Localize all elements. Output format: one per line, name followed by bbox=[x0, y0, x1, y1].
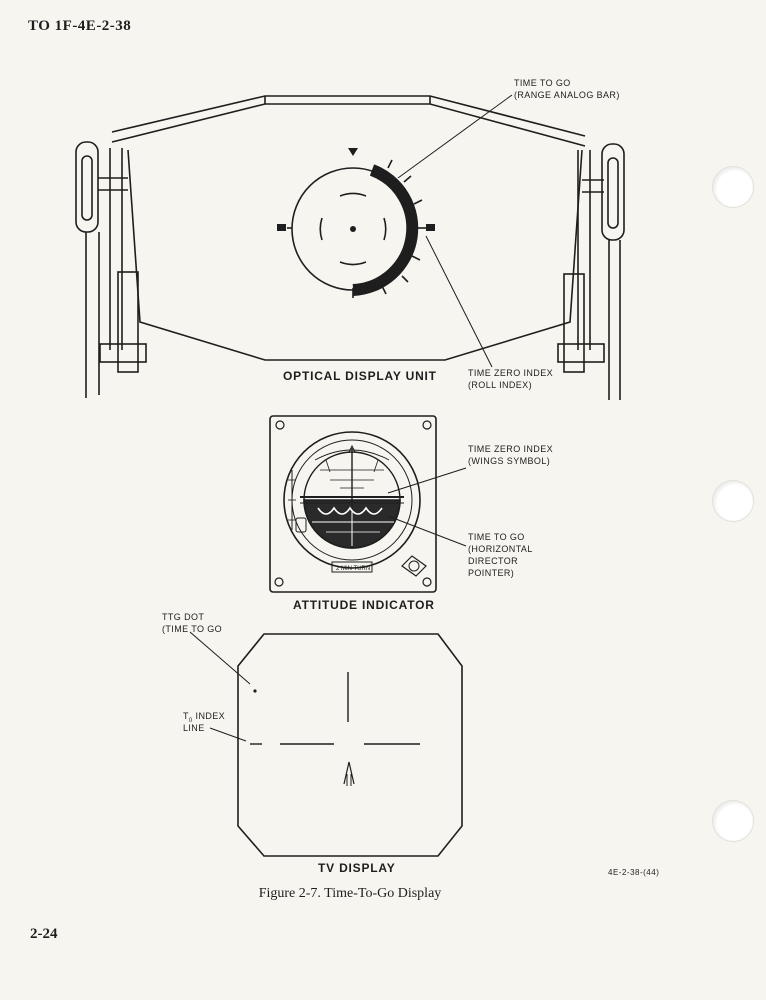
tv-index-word: INDEX bbox=[193, 711, 225, 721]
ai-hdp-callout-line1: TIME TO GO bbox=[468, 532, 525, 542]
binder-hole bbox=[712, 166, 754, 208]
ai-turn-label: 2 MIN TURN bbox=[336, 566, 370, 572]
tv-title: TV DISPLAY bbox=[318, 861, 396, 875]
odu-tzi-callout-line1: TIME ZERO INDEX bbox=[468, 368, 553, 378]
tv-index-t: T bbox=[183, 711, 189, 721]
odu-ttg-callout-line1: TIME TO GO bbox=[514, 78, 571, 88]
figure-caption: Figure 2-7. Time-To-Go Display bbox=[258, 886, 442, 901]
ai-wings-callout-line1: TIME ZERO INDEX bbox=[468, 444, 553, 454]
tv-index-callout-line2: LINE bbox=[183, 723, 205, 733]
tv-index-callout-line1: T0 INDEX bbox=[183, 711, 225, 724]
ai-title: ATTITUDE INDICATOR bbox=[293, 598, 435, 612]
tv-display-drawing bbox=[237, 633, 463, 857]
document-id: TO 1F-4E-2-38 bbox=[28, 18, 132, 34]
ai-hdp-callout-line4: POINTER) bbox=[468, 568, 514, 578]
ai-hdp-callout-line2: (HORIZONTAL bbox=[468, 544, 533, 554]
page-number: 2-24 bbox=[30, 926, 58, 942]
tv-dot-callout-line2: (TIME TO GO bbox=[162, 624, 222, 634]
optical-display-unit-drawing bbox=[75, 95, 625, 400]
odu-ttg-callout-line2: (RANGE ANALOG BAR) bbox=[514, 90, 620, 100]
tv-dot-callout-line1: TTG DOT bbox=[162, 612, 204, 622]
figure-reference-number: 4E-2-38-(44) bbox=[608, 868, 660, 877]
tv-index-subscript: 0 bbox=[189, 718, 193, 724]
odu-tzi-callout-line2: (ROLL INDEX) bbox=[468, 380, 532, 390]
ai-hdp-callout-line3: DIRECTOR bbox=[468, 556, 518, 566]
binder-hole bbox=[712, 800, 754, 842]
ai-wings-callout-line2: (WINGS SYMBOL) bbox=[468, 456, 550, 466]
binder-hole bbox=[712, 480, 754, 522]
attitude-indicator-drawing bbox=[269, 415, 437, 593]
odu-title: OPTICAL DISPLAY UNIT bbox=[283, 369, 437, 383]
